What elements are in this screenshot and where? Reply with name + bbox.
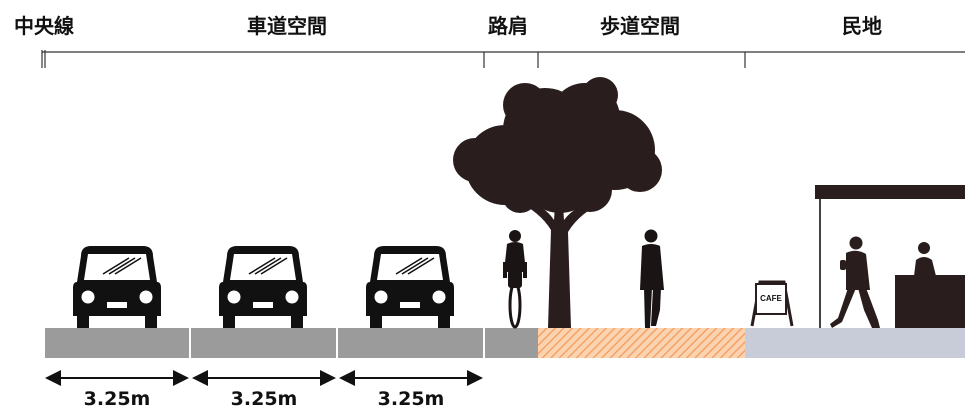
lane-2 xyxy=(191,328,336,358)
customer-icon xyxy=(830,236,880,328)
dimension-label: 3.25m xyxy=(83,388,151,410)
label-center-line: 中央線 xyxy=(14,14,74,38)
cafe-sign-text: CAFE xyxy=(760,294,782,303)
label-private-land: 民地 xyxy=(842,14,882,38)
private-land-strip xyxy=(745,328,965,358)
car-icon xyxy=(365,245,455,329)
label-shoulder: 路肩 xyxy=(488,14,528,38)
awning xyxy=(815,185,965,199)
dimension-label: 3.25m xyxy=(230,388,298,410)
dimension-label: 3.25m xyxy=(377,388,445,410)
car-icon xyxy=(218,245,308,329)
cyclist-icon xyxy=(503,230,527,329)
section-bracket xyxy=(41,50,965,68)
ground-strips xyxy=(45,328,965,358)
cafe-building xyxy=(815,185,965,328)
shoulder-strip xyxy=(485,328,538,358)
cafe-sign xyxy=(750,280,794,327)
counter xyxy=(895,275,965,328)
car-icon xyxy=(72,245,162,329)
label-sidewalk: 歩道空間 xyxy=(600,14,680,38)
label-roadway: 車道空間 xyxy=(247,14,327,38)
sidewalk-strip xyxy=(538,328,745,358)
pedestrian-icon xyxy=(640,229,664,328)
lane-1 xyxy=(45,328,189,358)
lane-3 xyxy=(338,328,483,358)
tree-icon xyxy=(453,77,662,328)
